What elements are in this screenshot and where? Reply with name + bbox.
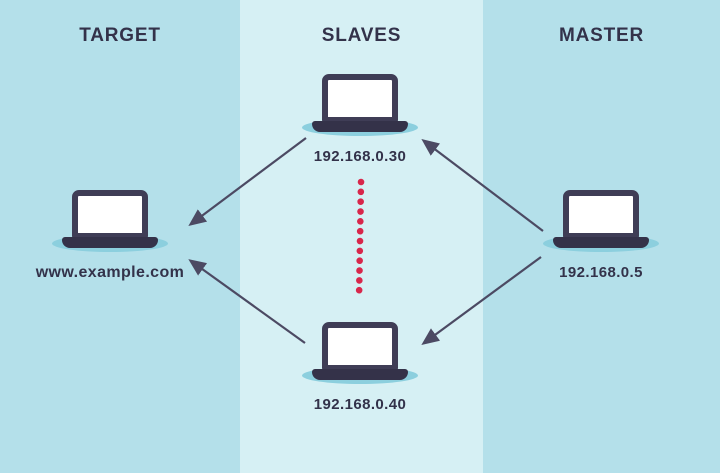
laptop-icon [302,322,418,386]
laptop-screen [72,190,148,239]
node-target: www.example.com [30,190,190,282]
node-slave1: 192.168.0.30 [280,74,440,165]
slave1-ip-label: 192.168.0.30 [313,148,407,165]
laptop-icon [302,74,418,138]
node-master: 192.168.0.5 [521,190,681,281]
slave2-ip-label: 192.168.0.40 [313,396,407,413]
laptop-screen [322,74,398,123]
column-header-target: TARGET [79,25,161,46]
column-header-master: MASTER [558,25,645,46]
laptop-icon [52,190,168,254]
target-url-label: www.example.com [35,264,185,281]
node-slave2: 192.168.0.40 [280,322,440,413]
master-ip-label: 192.168.0.5 [559,264,643,281]
laptop-base [312,369,408,380]
laptop-icon [543,190,659,254]
laptop-base [553,237,649,248]
laptop-screen [563,190,639,239]
column-header-slaves: SLAVES [321,25,402,46]
laptop-base [62,237,158,248]
laptop-screen [322,322,398,371]
laptop-base [312,121,408,132]
